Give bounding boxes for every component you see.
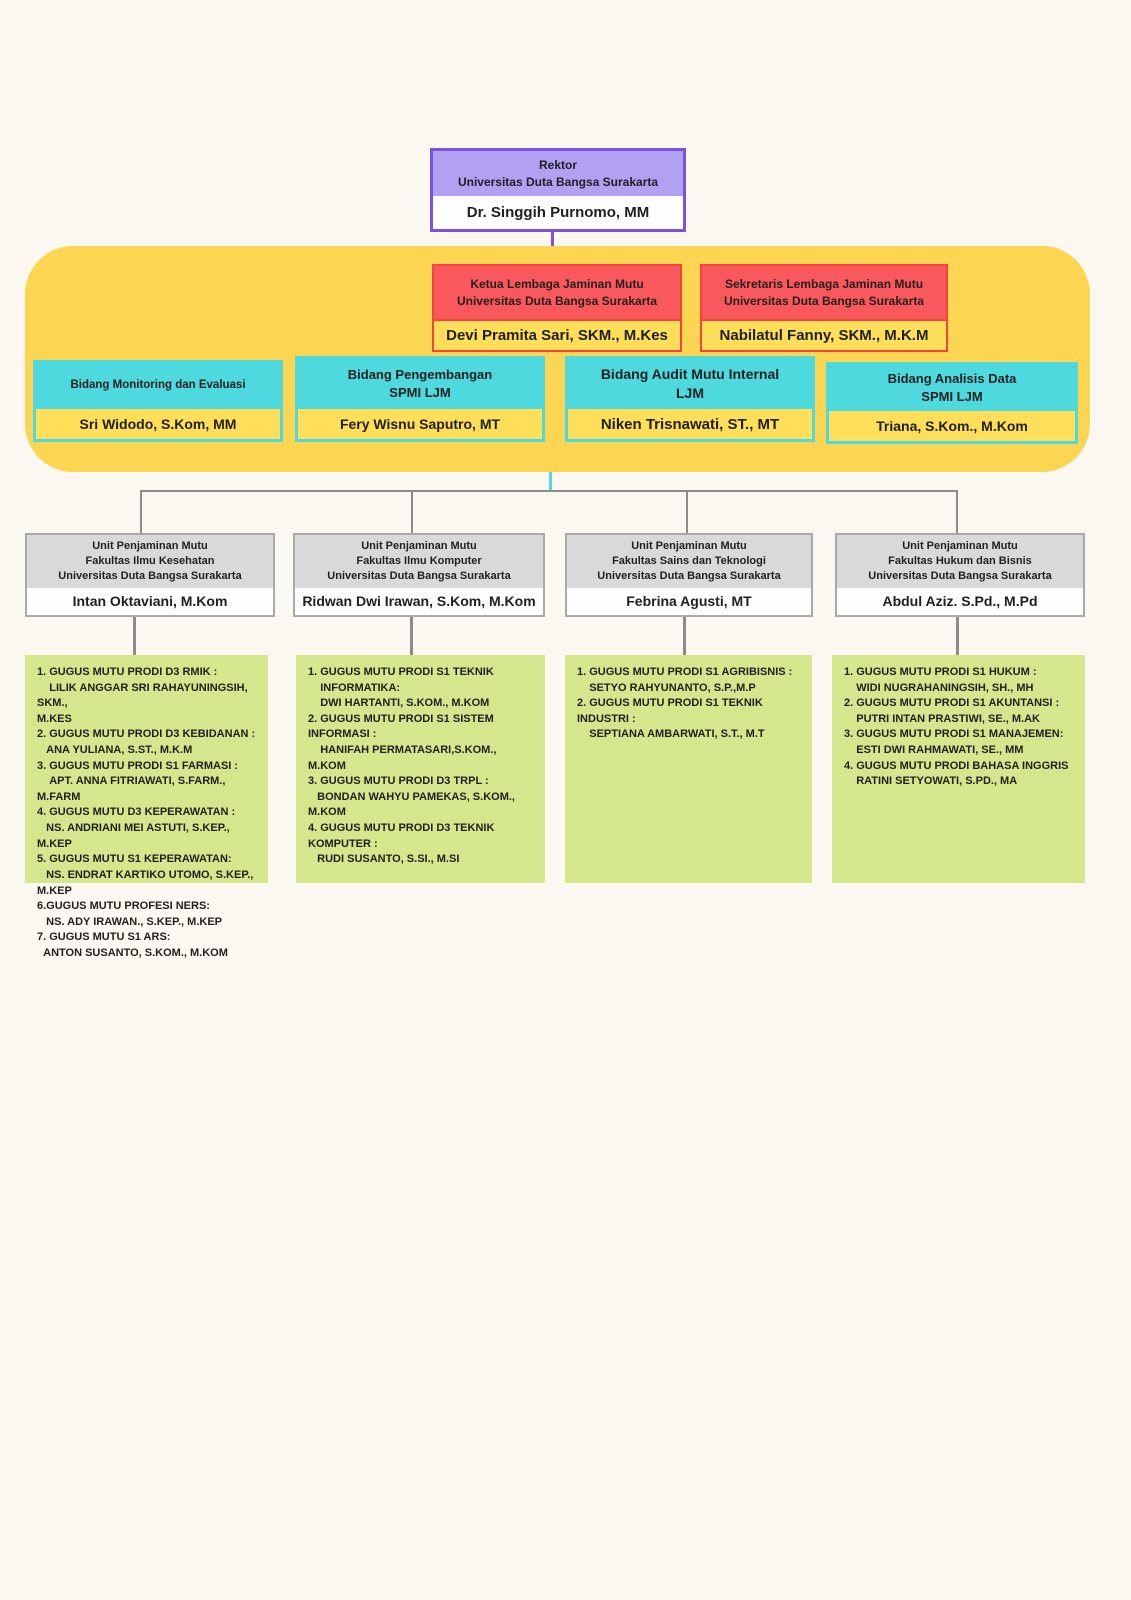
gugus-hukum-list: 1. GUGUS MUTU PRODI S1 HUKUM : WIDI NUGR… bbox=[832, 655, 1085, 883]
bidang-pengembangan-name: Fery Wisnu Saputro, MT bbox=[298, 409, 542, 439]
bidang-analisis-name: Triana, S.Kom., M.Kom bbox=[829, 411, 1075, 441]
bidang-monitoring-title: Bidang Monitoring dan Evaluasi bbox=[36, 363, 280, 409]
unit-sains-box: Unit Penjaminan Mutu Fakultas Sains dan … bbox=[565, 533, 813, 617]
unit-kesehatan-box: Unit Penjaminan Mutu Fakultas Ilmu Keseh… bbox=[25, 533, 275, 617]
ketua-ljm-title: Ketua Lembaga Jaminan Mutu Universitas D… bbox=[434, 266, 680, 319]
bidang-audit-name: Niken Trisnawati, ST., MT bbox=[568, 409, 812, 439]
connector-unit-4 bbox=[956, 490, 958, 533]
bidang-pengembangan-box: Bidang Pengembangan SPMI LJM Fery Wisnu … bbox=[295, 356, 545, 442]
bidang-monitoring-name: Sri Widodo, S.Kom, MM bbox=[36, 409, 280, 439]
unit-hukum-box: Unit Penjaminan Mutu Fakultas Hukum dan … bbox=[835, 533, 1085, 617]
connector-rektor-ljm bbox=[551, 232, 554, 248]
connector-gugus-1 bbox=[133, 617, 136, 655]
unit-sains-name: Febrina Agusti, MT bbox=[567, 587, 811, 615]
connector-gugus-2 bbox=[410, 617, 413, 655]
connector-ljm-stub bbox=[549, 472, 552, 491]
connector-gugus-3 bbox=[683, 617, 686, 655]
unit-komputer-box: Unit Penjaminan Mutu Fakultas Ilmu Kompu… bbox=[293, 533, 545, 617]
rektor-name: Dr. Singgih Purnomo, MM bbox=[433, 196, 683, 229]
bidang-monitoring-box: Bidang Monitoring dan Evaluasi Sri Widod… bbox=[33, 360, 283, 442]
bidang-analisis-box: Bidang Analisis Data SPMI LJM Triana, S.… bbox=[826, 362, 1078, 444]
sekretaris-ljm-box: Sekretaris Lembaga Jaminan Mutu Universi… bbox=[700, 264, 948, 352]
rektor-title: Rektor Universitas Duta Bangsa Surakarta bbox=[433, 151, 683, 196]
connector-unit-3 bbox=[686, 490, 688, 533]
unit-kesehatan-title: Unit Penjaminan Mutu Fakultas Ilmu Keseh… bbox=[27, 535, 273, 588]
connector-unit-1 bbox=[140, 490, 142, 533]
bidang-audit-title: Bidang Audit Mutu Internal LJM bbox=[568, 359, 812, 409]
sekretaris-ljm-name: Nabilatul Fanny, SKM., M.K.M bbox=[702, 319, 946, 350]
bidang-audit-box: Bidang Audit Mutu Internal LJM Niken Tri… bbox=[565, 356, 815, 442]
unit-komputer-name: Ridwan Dwi Irawan, S.Kom, M.Kom bbox=[295, 587, 543, 615]
gugus-sains-list: 1. GUGUS MUTU PRODI S1 AGRIBISNIS : SETY… bbox=[565, 655, 812, 883]
unit-kesehatan-name: Intan Oktaviani, M.Kom bbox=[27, 587, 273, 615]
bidang-analisis-title: Bidang Analisis Data SPMI LJM bbox=[829, 365, 1075, 411]
ketua-ljm-name: Devi Pramita Sari, SKM., M.Kes bbox=[434, 319, 680, 350]
connector-gugus-4 bbox=[956, 617, 959, 655]
unit-hukum-title: Unit Penjaminan Mutu Fakultas Hukum dan … bbox=[837, 535, 1083, 588]
rektor-box: Rektor Universitas Duta Bangsa Surakarta… bbox=[430, 148, 686, 232]
unit-sains-title: Unit Penjaminan Mutu Fakultas Sains dan … bbox=[567, 535, 811, 588]
ketua-ljm-box: Ketua Lembaga Jaminan Mutu Universitas D… bbox=[432, 264, 682, 352]
unit-komputer-title: Unit Penjaminan Mutu Fakultas Ilmu Kompu… bbox=[295, 535, 543, 588]
gugus-kesehatan-list: 1. GUGUS MUTU PRODI D3 RMIK : LILIK ANGG… bbox=[25, 655, 268, 959]
connector-units-horizontal bbox=[140, 490, 958, 492]
bidang-pengembangan-title: Bidang Pengembangan SPMI LJM bbox=[298, 359, 542, 409]
sekretaris-ljm-title: Sekretaris Lembaga Jaminan Mutu Universi… bbox=[702, 266, 946, 319]
unit-hukum-name: Abdul Aziz. S.Pd., M.Pd bbox=[837, 587, 1083, 615]
connector-unit-2 bbox=[411, 490, 413, 533]
gugus-komputer-list: 1. GUGUS MUTU PRODI S1 TEKNIK INFORMATIK… bbox=[296, 655, 545, 883]
